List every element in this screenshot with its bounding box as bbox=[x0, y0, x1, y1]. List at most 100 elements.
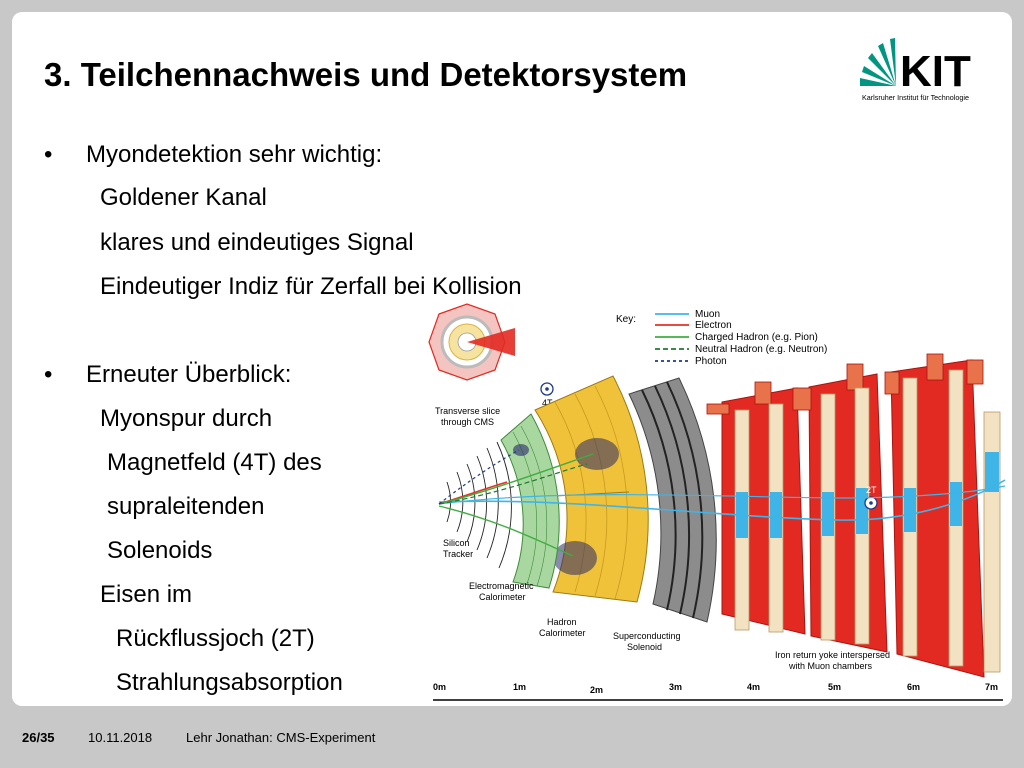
hadron-calorimeter bbox=[534, 375, 649, 603]
scale-tick-label: 3m bbox=[669, 682, 682, 692]
slice-label: through CMS bbox=[441, 417, 494, 427]
field-4t-label: 4T bbox=[542, 398, 553, 408]
key-label: Charged Hadron (e.g. Pion) bbox=[695, 332, 818, 343]
bullet-subline: klares und eindeutiges Signal bbox=[100, 229, 414, 256]
yoke-top-bracket bbox=[966, 359, 984, 385]
muon-track bbox=[438, 485, 1006, 505]
ecal-body bbox=[500, 413, 560, 589]
solenoid-label: Superconducting bbox=[613, 631, 681, 641]
bullet-heading: Myondetektion sehr wichtig: bbox=[86, 141, 383, 168]
yoke-top-bracket bbox=[706, 403, 730, 415]
silicon-tracker-label: Silicon bbox=[443, 538, 470, 548]
solenoid-body bbox=[628, 377, 717, 623]
footer: 26/35 10.11.2018 Lehr Jonathan: CMS-Expe… bbox=[0, 706, 1024, 768]
bullet-subline: Strahlungsabsorption bbox=[116, 669, 343, 696]
bullet-subline: Rückflussjoch (2T) bbox=[116, 625, 315, 652]
scale-tick-label: 1m bbox=[513, 682, 526, 692]
bullet-subline: Eindeutiger Indiz für Zerfall bei Kollis… bbox=[100, 273, 522, 300]
superconducting-solenoid bbox=[628, 377, 717, 623]
charged-hadron-track bbox=[438, 505, 574, 557]
footer-author: Lehr Jonathan: CMS-Experiment bbox=[186, 730, 376, 745]
yoke-top-bracket bbox=[926, 353, 944, 381]
thumbnail-highlight bbox=[467, 328, 515, 356]
key-entry: Charged Hadron (e.g. Pion) bbox=[655, 332, 818, 343]
hcal-layer bbox=[594, 385, 628, 600]
muon-chamber-hit bbox=[856, 488, 868, 534]
hcal-label: Hadron bbox=[547, 617, 577, 627]
scale-tick-label: 6m bbox=[907, 682, 920, 692]
solenoid-ring bbox=[641, 389, 677, 611]
silicon-tracker-label: Tracker bbox=[443, 549, 473, 559]
charged-hadron-track bbox=[438, 453, 594, 505]
bullet-subline: Solenoids bbox=[107, 537, 213, 564]
ecal-shower bbox=[513, 444, 529, 456]
hcal-shower bbox=[553, 541, 597, 575]
muon-track bbox=[438, 479, 1006, 521]
ecal-label: Calorimeter bbox=[479, 592, 526, 602]
solenoid-ring bbox=[666, 381, 704, 619]
bullet-marker: • bbox=[44, 361, 53, 388]
kit-logo-subtitle: Karlsruher Institut für Technologie bbox=[862, 93, 969, 102]
yoke-label: Iron return yoke interspersed bbox=[775, 650, 890, 660]
transverse-slice-thumbnail: 4T Transverse slice through CMS bbox=[428, 303, 554, 427]
scale-tick-label: 5m bbox=[828, 682, 841, 692]
key-entry: Photon bbox=[655, 356, 727, 367]
muon-chambers: 2T bbox=[734, 369, 1001, 673]
muon-chamber-hit bbox=[770, 492, 782, 538]
particle-tracks bbox=[438, 449, 1006, 557]
bullet-subline: Goldener Kanal bbox=[100, 184, 267, 211]
yoke-segment bbox=[721, 387, 806, 635]
bullet-subline: Myonspur durch bbox=[100, 405, 273, 432]
scale-bar: 0m 1m 2m 3m 4m 5m 6m 7m bbox=[433, 682, 1003, 701]
key-entry: Electron bbox=[655, 320, 732, 331]
scale-tick-label: 2m bbox=[590, 685, 603, 695]
kit-logo-text: KIT bbox=[900, 47, 971, 96]
yoke-label: with Muon chambers bbox=[788, 661, 873, 671]
solenoid-ring bbox=[654, 385, 691, 615]
tracker-layer bbox=[476, 455, 487, 551]
footer-date: 10.11.2018 bbox=[88, 730, 153, 745]
yoke-top-bracket bbox=[792, 387, 812, 411]
tracker-layer bbox=[496, 441, 512, 569]
yoke-top-bracket bbox=[884, 371, 900, 395]
electromagnetic-calorimeter bbox=[500, 413, 560, 589]
solenoid-label: Solenoid bbox=[627, 642, 662, 652]
hcal-shower bbox=[575, 438, 619, 470]
key-entry: Neutral Hadron (e.g. Neutron) bbox=[655, 344, 827, 355]
scale-tick-label: 7m bbox=[985, 682, 998, 692]
diagram-key: Key: Muon Electron Charged Hadron (e.g. … bbox=[616, 309, 827, 367]
kit-logo-fan-icon bbox=[860, 38, 896, 86]
tracker-layer bbox=[486, 447, 499, 559]
field-4t-dot bbox=[545, 387, 549, 391]
bullet-marker: • bbox=[44, 141, 53, 168]
field-2t-dot bbox=[869, 501, 873, 505]
slide: 3. Teilchennachweis und Detektorsystem K… bbox=[12, 12, 1012, 706]
hcal-label: Calorimeter bbox=[539, 628, 586, 638]
bullet-heading: Erneuter Überblick: bbox=[86, 361, 292, 388]
cms-slice-diagram: Key: Muon Electron Charged Hadron (e.g. … bbox=[428, 303, 1006, 701]
key-label: Electron bbox=[695, 320, 732, 331]
ecal-label: Electromagnetic bbox=[469, 581, 534, 591]
scale-tick-label: 0m bbox=[433, 682, 446, 692]
slice-label: Transverse slice bbox=[435, 406, 500, 416]
key-label: Photon bbox=[695, 356, 727, 367]
slide-title: 3. Teilchennachweis und Detektorsystem bbox=[44, 56, 688, 93]
key-title: Key: bbox=[616, 314, 636, 325]
bullet-subline: supraleitenden bbox=[107, 493, 265, 520]
bullet-subline: Eisen im bbox=[100, 581, 193, 608]
ecal-layer bbox=[520, 425, 548, 587]
field-2t-label: 2T bbox=[866, 485, 877, 495]
neutral-hadron-track bbox=[438, 463, 588, 505]
muon-chamber-hit bbox=[904, 488, 916, 532]
bullet-subline: Magnetfeld (4T) des bbox=[107, 449, 322, 476]
muon-chamber-hit bbox=[985, 452, 999, 492]
key-label: Neutral Hadron (e.g. Neutron) bbox=[695, 344, 827, 355]
tracker-layer bbox=[466, 463, 476, 543]
muon-chamber bbox=[983, 411, 1001, 673]
key-label: Muon bbox=[695, 309, 720, 320]
page-number: 26/35 bbox=[22, 730, 55, 745]
key-entry: Muon bbox=[655, 309, 720, 320]
muon-chamber-hit bbox=[822, 492, 834, 536]
yoke-top-bracket bbox=[846, 363, 864, 391]
kit-logo: KIT Karlsruher Institut für Technologie bbox=[860, 38, 971, 102]
